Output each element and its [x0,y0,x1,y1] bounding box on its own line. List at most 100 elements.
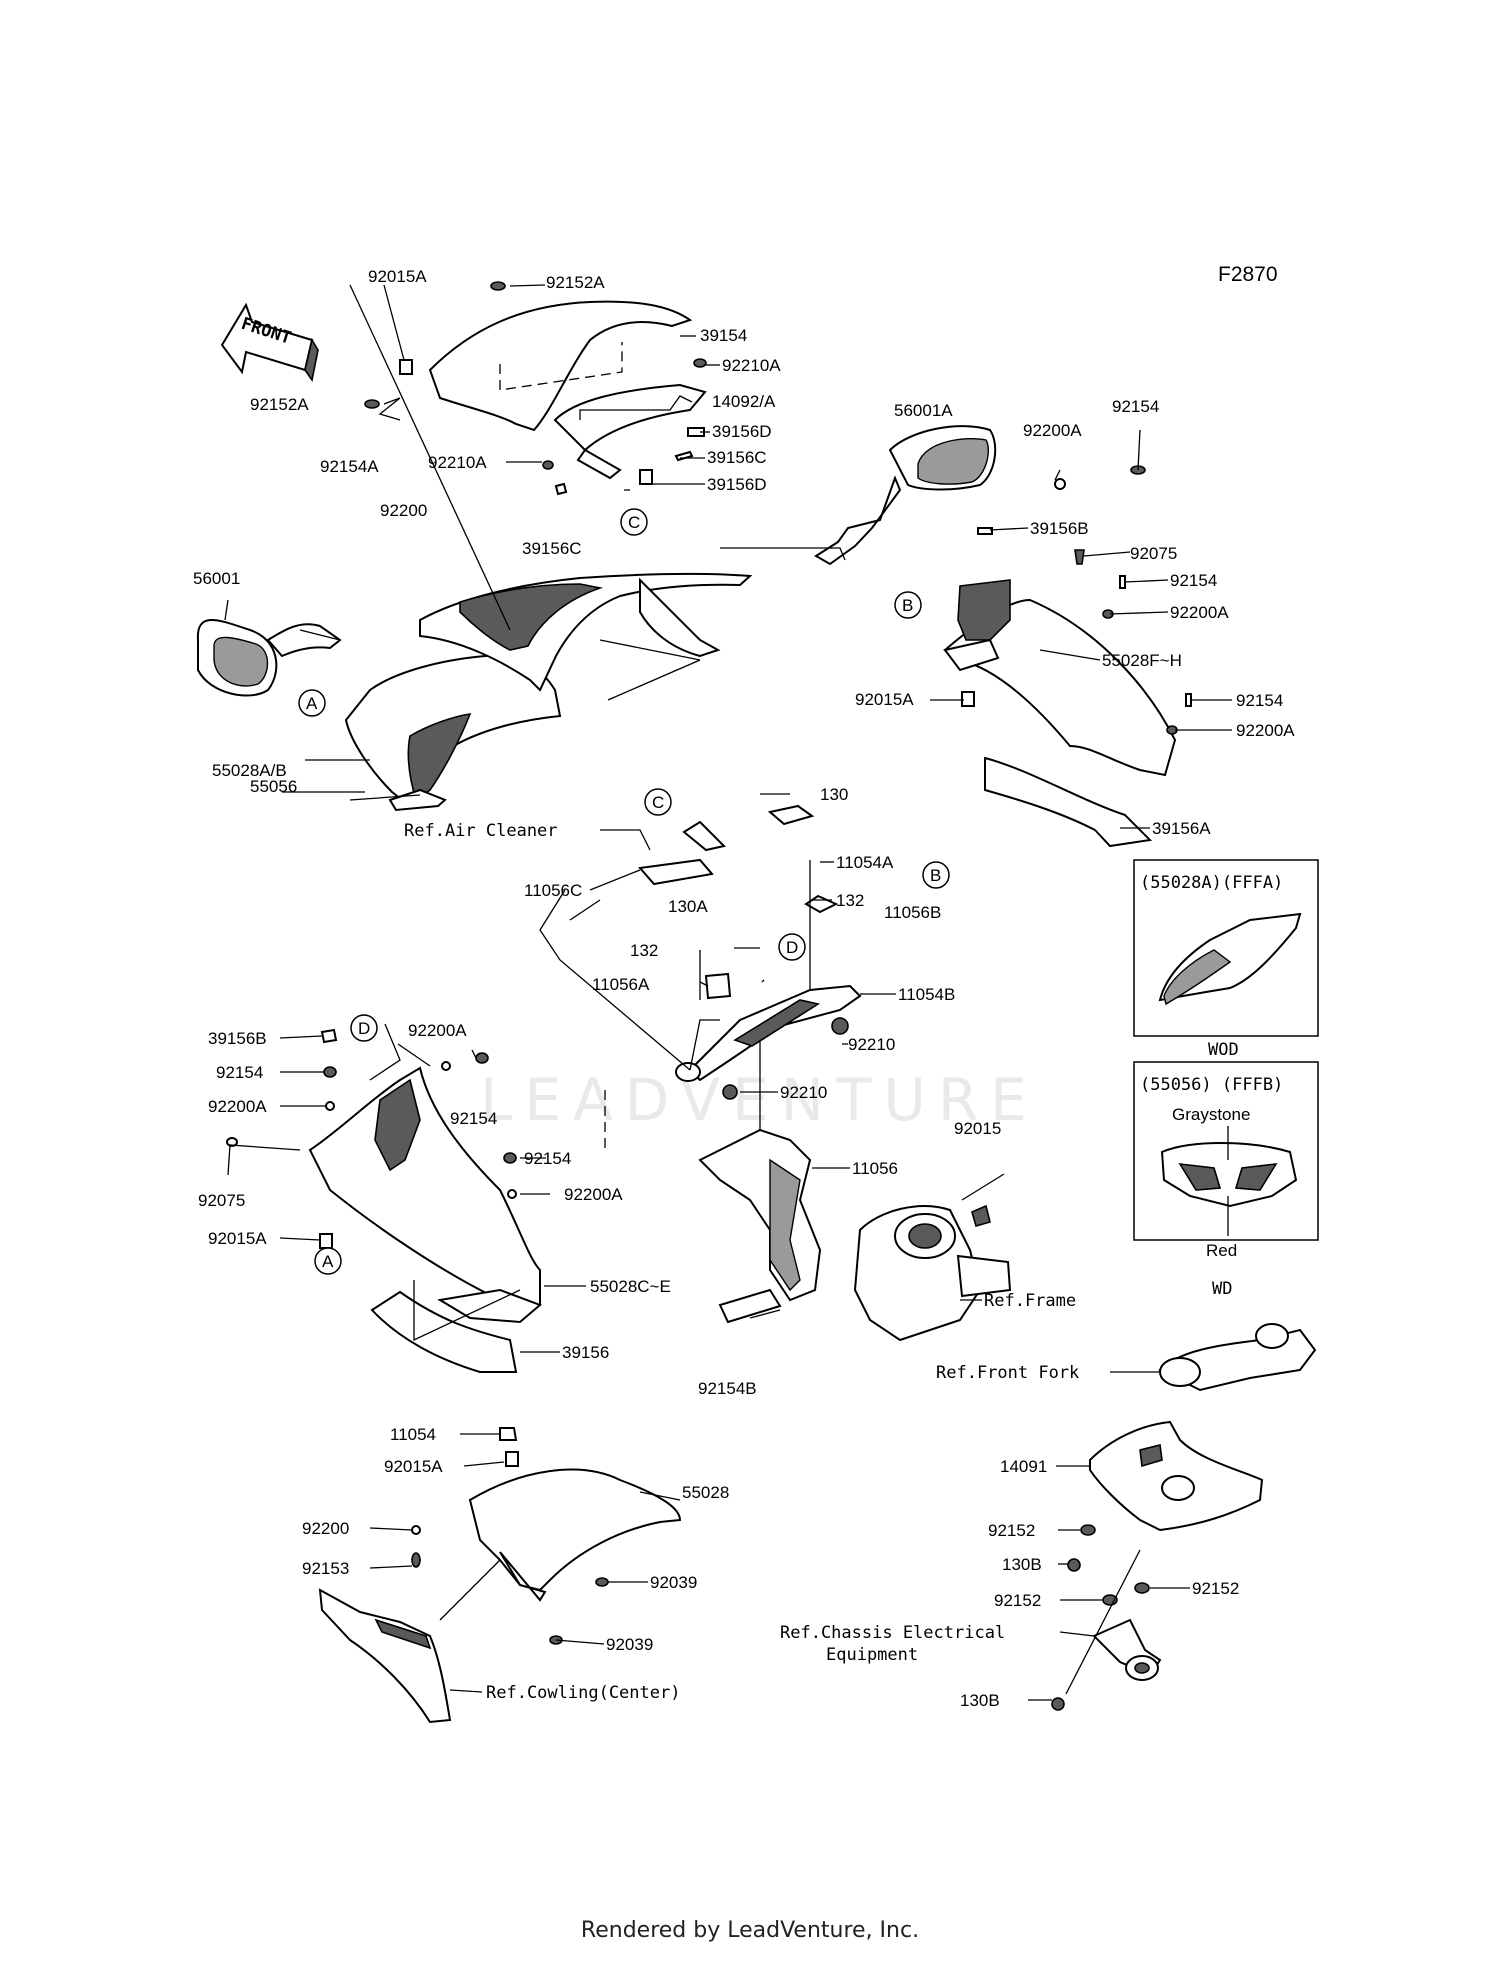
label-92015A: 92015A [368,267,427,286]
footer-credit: Rendered by LeadVenture, Inc. [580,1918,920,1943]
label-55028CE: 55028C~E [590,1277,671,1296]
svg-text:A: A [306,694,318,713]
stay-11056 [698,1128,822,1324]
label-92154: 92154 [1170,571,1217,590]
label-55028: 55028 [682,1483,729,1502]
frame-ref [853,1204,1012,1342]
inset2-color-top: Graystone [1172,1105,1250,1124]
label-92200A: 92200A [208,1097,267,1116]
label-92015A: 92015A [384,1457,443,1476]
label-11056B: 11056B [884,903,941,922]
label-92152: 92152 [994,1591,1041,1610]
label-92075: 92075 [1130,544,1177,563]
label-92075: 92075 [198,1191,245,1210]
svg-text:A: A [322,1252,334,1271]
label-92154B: 92154B [698,1379,757,1398]
label-130B: 130B [960,1691,1000,1710]
mirror-56001 [196,619,342,697]
label-92200A: 92200A [1170,603,1229,622]
label-14092A: 14092/A [712,392,776,411]
label-130B: 130B [1002,1555,1042,1574]
callout-a-top: A [298,689,326,717]
label-92154: 92154 [524,1149,571,1168]
inset1-caption: WOD [1208,1040,1239,1060]
label-39156D: 39156D [707,475,767,494]
label-92152: 92152 [988,1521,1035,1540]
cover-14091 [1089,1420,1264,1532]
inset2-caption: WD [1212,1279,1232,1299]
inset2-title: (55056) (FFFB) [1140,1075,1283,1095]
label-92153: 92153 [302,1559,349,1578]
label-55028FH: 55028F~H [1102,651,1182,670]
cowling-center-ref [318,1588,452,1724]
cover-39156 [370,1290,518,1373]
label-92039: 92039 [650,1573,697,1592]
label-92154: 92154 [216,1063,263,1082]
windscreen-39154 [428,300,693,432]
label-92210: 92210 [848,1035,895,1054]
part-labels: 92015A 92152A 39154 92210A 14092/A 39156… [193,267,1295,1710]
label-11056C: 11056C [524,881,582,900]
brackets-center [638,804,862,1100]
label-92200A: 92200A [1236,721,1295,740]
label-56001: 56001 [193,569,240,588]
label-92015A: 92015A [855,690,914,709]
small-parts-br [1051,1524,1162,1711]
label-92039: 92039 [606,1635,653,1654]
label-14091: 14091 [1000,1457,1047,1476]
label-92154: 92154 [1112,397,1159,416]
small-parts-right [961,465,1192,735]
callout-d-left: D [350,1014,378,1042]
label-39156C: 39156C [522,539,582,558]
label-39156C: 39156C [707,448,767,467]
label-11054: 11054 [390,1425,436,1444]
watermark: LEADVENTURE [480,1066,1039,1134]
label-92210A: 92210A [722,356,781,375]
label-130: 130 [820,785,848,804]
label-39156: 39156 [562,1343,609,1362]
label-130A: 130A [668,897,708,916]
label-92200: 92200 [302,1519,349,1538]
label-92152A: 92152A [546,273,605,292]
label-92200A: 92200A [1023,421,1082,440]
label-39156B: 39156B [208,1029,267,1048]
front-arrow: FRONT [220,302,319,382]
upper-cowl-right-55028FH [943,579,1177,777]
callout-c-top: C [620,508,648,536]
label-56001A: 56001A [894,401,953,420]
mirror-56001A [814,425,997,566]
inset-55056-fffb: (55056) (FFFB) Graystone Red WD [1133,1061,1319,1299]
callout-d-center: D [778,933,806,961]
label-39156D: 39156D [712,422,772,441]
callout-b-center: B [922,861,950,889]
label-11056: 11056 [852,1159,898,1178]
svg-text:C: C [652,793,664,812]
svg-text:B: B [930,866,941,885]
lower-cowl-55028CE [308,1066,542,1324]
label-39156A: 39156A [1152,819,1211,838]
figure-code: F2870 [1218,263,1278,286]
label-ref-chassis-1: Ref.Chassis Electrical [780,1623,1005,1643]
inset1-title: (55028A)(FFFA) [1140,873,1283,893]
callout-c-center: C [644,788,672,816]
upper-cowl-left-55028AB [344,654,562,812]
label-92154A: 92154A [320,457,379,476]
label-ref-cowling-center: Ref.Cowling(Center) [486,1683,680,1703]
label-92152A: 92152A [250,395,309,414]
label-55056: 55056 [250,777,297,796]
label-11054A: 11054A [836,853,894,872]
label-92015: 92015 [954,1119,1001,1138]
leader-lines [224,284,1232,1701]
label-92210A: 92210A [428,453,487,472]
label-92154: 92154 [1236,691,1283,710]
label-132: 132 [836,891,864,910]
callout-b-right: B [894,591,922,619]
inset-55028A-fffa: (55028A)(FFFA) WOD [1133,859,1319,1060]
callout-a-bottom: A [314,1247,342,1275]
cover-39156A [984,756,1153,848]
svg-text:D: D [786,938,798,957]
label-ref-chassis-2: Equipment [826,1645,918,1665]
label-11054B: 11054B [898,985,955,1004]
svg-text:C: C [628,513,640,532]
